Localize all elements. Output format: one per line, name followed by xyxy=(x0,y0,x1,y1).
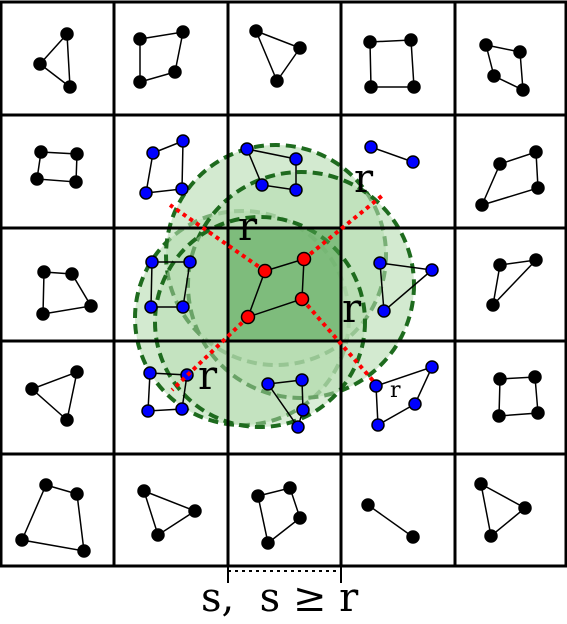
grid xyxy=(0,0,567,568)
outer-point-clusters xyxy=(15,24,545,558)
radius-label-upper-right: r xyxy=(354,156,374,202)
radius-label-lower-left: r xyxy=(198,353,218,399)
cell-size-caption: s, s ≥ r xyxy=(201,575,359,621)
neighbor-point-clusters xyxy=(139,134,439,434)
radius-label-small: r xyxy=(390,378,401,403)
center-point-cluster xyxy=(240,251,312,325)
radius-label-upper-left: r xyxy=(238,204,258,250)
radius-lines xyxy=(168,193,385,392)
radius-labels: r r r r r xyxy=(198,156,401,403)
cell-size-bracket xyxy=(227,566,342,583)
radius-label-right: r xyxy=(342,286,362,332)
